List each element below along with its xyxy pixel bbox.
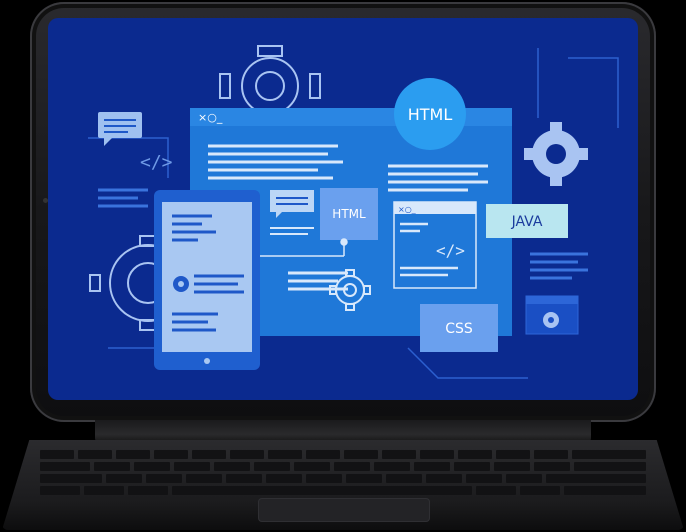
html-circle-label: HTML: [408, 105, 453, 124]
gear-icon: [524, 122, 588, 186]
java-badge-label: JAVA: [511, 214, 543, 230]
gear-icon: [329, 269, 371, 311]
chat-icon: [98, 112, 142, 146]
gear-icon: [173, 276, 189, 292]
phone-mockup: [154, 190, 260, 370]
css-badge-label: CSS: [445, 321, 473, 337]
svg-text:×○_: ×○_: [398, 205, 417, 214]
code-icon: </>: [140, 152, 173, 173]
camera: [43, 198, 48, 203]
trackpad: [258, 498, 430, 522]
window-controls-icon: ×○_: [198, 111, 223, 124]
tablet-screen: </> ×○_: [48, 18, 638, 400]
gear-icon: [543, 312, 559, 328]
keyboard-keys: [40, 450, 646, 495]
html-badge-label: HTML: [332, 207, 366, 221]
code-icon: </>: [436, 241, 465, 260]
settings-window: [525, 295, 579, 335]
